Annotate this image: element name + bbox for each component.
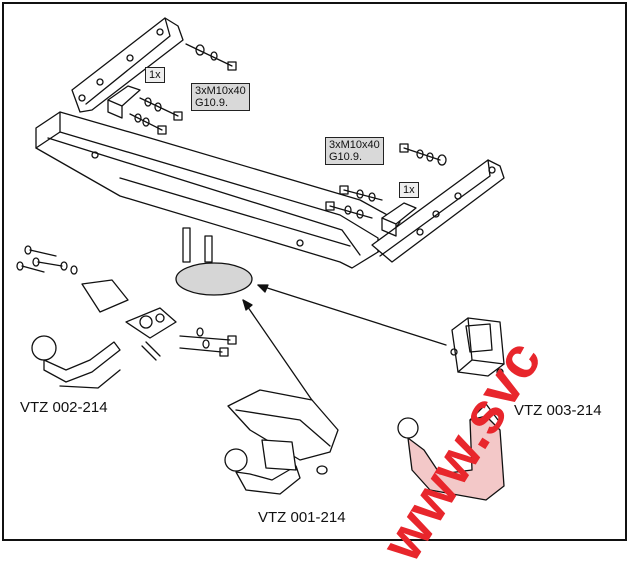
bolt-spec-left: 3xM10x40 G10.9. <box>191 83 250 111</box>
bolt-spec-right-line2: G10.9. <box>329 151 363 163</box>
bolt-spec-left-line2: G10.9. <box>195 97 229 109</box>
kit-right-label: VTZ 003-214 <box>514 402 602 419</box>
bolt-spec-left-line1: 3xM10x40 <box>195 85 246 97</box>
left-mounting-arm <box>71 17 184 113</box>
arrows <box>242 284 447 407</box>
hitch-mount-area <box>175 262 253 296</box>
crossbar-beam <box>35 111 401 269</box>
kit-left-hitch <box>16 245 237 389</box>
right-bolt-set <box>325 143 447 219</box>
qty-left-label: 1x <box>145 67 165 83</box>
center-receiver <box>182 227 213 263</box>
left-bracket-plate <box>107 85 141 119</box>
kit-left-label: VTZ 002-214 <box>20 399 108 416</box>
left-bolt-set <box>129 43 237 135</box>
bolt-spec-right: 3xM10x40 G10.9. <box>325 137 384 165</box>
kit-bottom-hitch <box>224 389 339 495</box>
kit-bottom-label: VTZ 001-214 <box>258 509 346 526</box>
qty-right-label: 1x <box>399 182 419 198</box>
right-mounting-arm <box>371 159 505 263</box>
kit-right-hitch <box>397 317 505 501</box>
bolt-spec-right-line1: 3xM10x40 <box>329 139 380 151</box>
towbar-assembly-diagram <box>16 17 505 501</box>
right-bracket-plate <box>381 202 417 237</box>
